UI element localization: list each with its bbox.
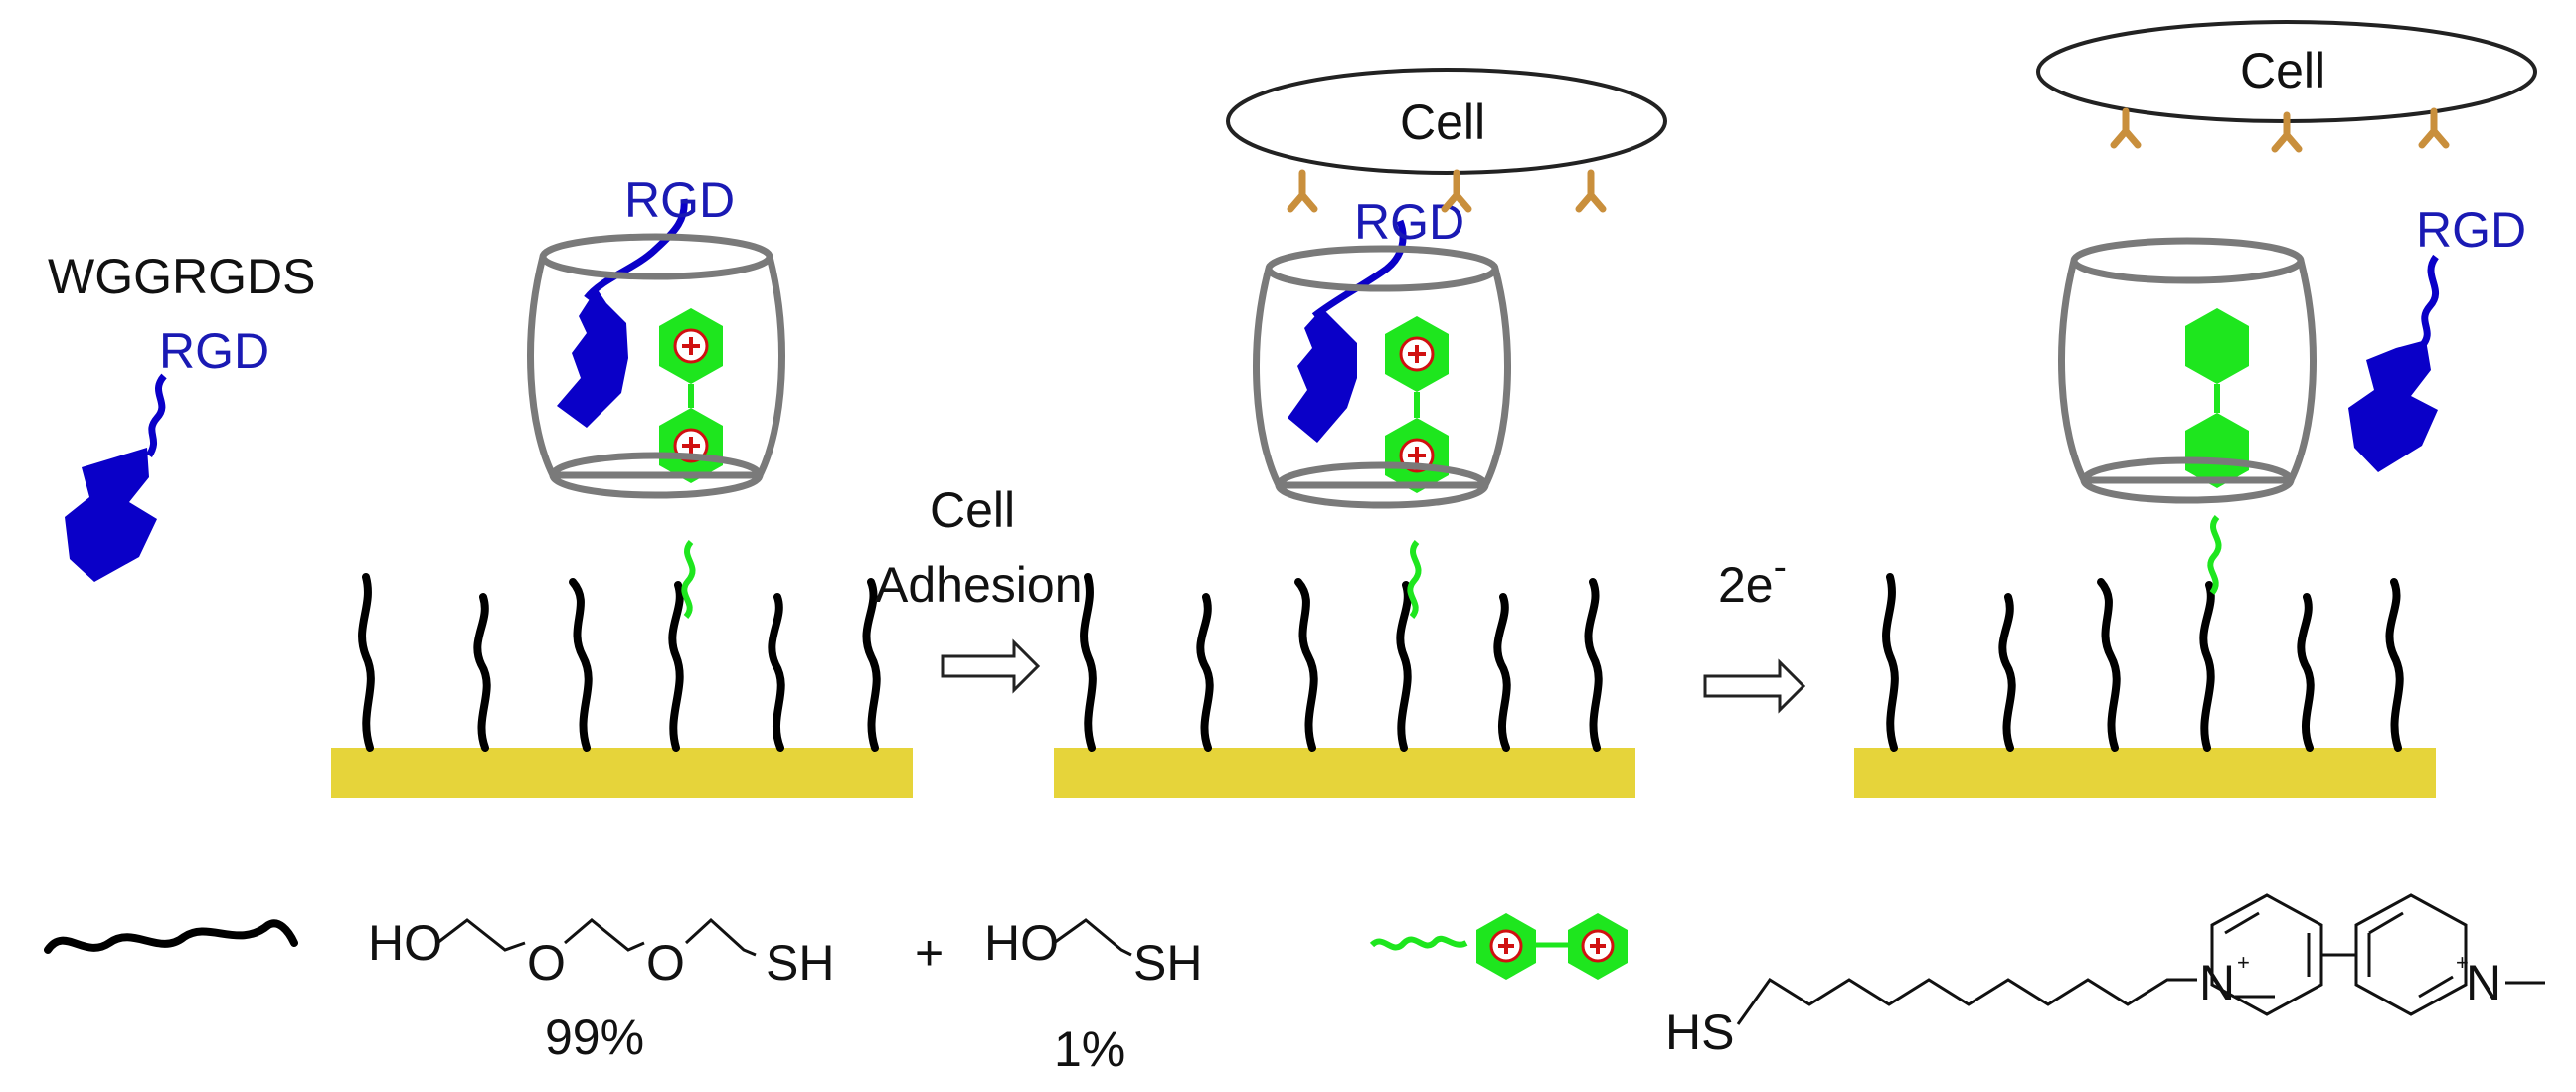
peg-o1-label: O	[527, 935, 566, 991]
me-sh-label: SH	[1133, 935, 1202, 991]
panel-3: Cell RGD	[1854, 20, 2537, 798]
panel-1: RGD	[331, 172, 913, 798]
thiol-n1-label: N	[2199, 955, 2235, 1010]
bound-tryptophan-blob-1	[557, 288, 628, 428]
peg-o2-label: O	[646, 935, 685, 991]
step1-label-line1: Cell	[930, 482, 1015, 538]
panel-2: RGD Cell	[1054, 68, 1667, 798]
sam-chains-1	[358, 573, 881, 752]
viologen-linker-3	[2207, 515, 2222, 595]
thiol-charge-1: +	[2237, 950, 2250, 975]
released-rgd-linker	[2419, 254, 2440, 349]
step1-label-line2: Adhesion	[875, 557, 1083, 613]
cell-label-3: Cell	[2240, 43, 2325, 98]
arrow-icon-2	[1703, 658, 1806, 714]
me-ho-label: HO	[984, 915, 1059, 971]
peg-percentage: 99%	[545, 1009, 644, 1065]
released-rgd-label: RGD	[2416, 202, 2526, 258]
thiol-n2-label: N	[2466, 955, 2501, 1010]
cucurbituril-3	[2058, 237, 2317, 504]
sam-chains-2	[1080, 573, 1603, 752]
viologen-1	[659, 308, 723, 483]
viologen-3	[2185, 308, 2249, 488]
peg-sh-label: SH	[766, 935, 834, 991]
legend-row: HO O O SH 99% + HO SH 1%	[44, 893, 2545, 1077]
cucurbituril-2	[1253, 245, 1511, 509]
integrin-receptors-2	[1287, 169, 1607, 213]
cell-ellipse-2	[1226, 68, 1667, 175]
me-percentage: 1%	[1054, 1021, 1125, 1077]
released-tryptophan-blob	[2348, 340, 2438, 472]
viologen-thiol-structure: HS N + + N	[1665, 893, 2545, 1060]
viologen-2	[1385, 316, 1449, 493]
peg-ho-label: HO	[368, 915, 442, 971]
legend-chain-icon	[44, 919, 298, 954]
integrin-receptors-3	[2110, 107, 2450, 153]
bound-rgd-label-1: RGD	[624, 172, 735, 228]
peg-thiol-structure: HO O O SH 99%	[368, 915, 834, 1065]
viologen-linker-2	[1407, 540, 1422, 619]
free-rgd-linker	[145, 373, 167, 457]
sam-chains-3	[1882, 573, 2404, 752]
cucurbituril-1	[527, 233, 785, 499]
gold-surface-2	[1054, 748, 1635, 798]
peptide-name-label: WGGRGDS	[48, 249, 315, 304]
bound-rgd-linker-1	[584, 198, 688, 301]
arrow-icon-1	[941, 638, 1041, 694]
gold-surface-3	[1854, 748, 2436, 798]
thiol-charge-2: +	[2456, 950, 2469, 975]
cell-label-2: Cell	[1400, 94, 1485, 150]
free-rgd-label: RGD	[159, 323, 269, 379]
legend-viologen-icon	[1369, 913, 1628, 980]
thiol-hs-label: HS	[1665, 1004, 1734, 1060]
bound-tryptophan-blob-2	[1288, 308, 1357, 443]
free-tryptophan-blob	[65, 448, 157, 582]
mixture-plus-sign: +	[915, 925, 944, 981]
step2-label: 2e-	[1718, 545, 1787, 613]
mercaptoethanol-structure: HO SH 1%	[984, 915, 1202, 1077]
step-arrow-2: 2e-	[1703, 545, 1806, 714]
gold-surface-1	[331, 748, 913, 798]
step-arrow-1: Cell Adhesion	[875, 482, 1083, 694]
free-peptide: WGGRGDS RGD	[48, 249, 315, 582]
bound-rgd-linker-2	[1311, 219, 1407, 319]
viologen-linker-1	[681, 540, 696, 619]
